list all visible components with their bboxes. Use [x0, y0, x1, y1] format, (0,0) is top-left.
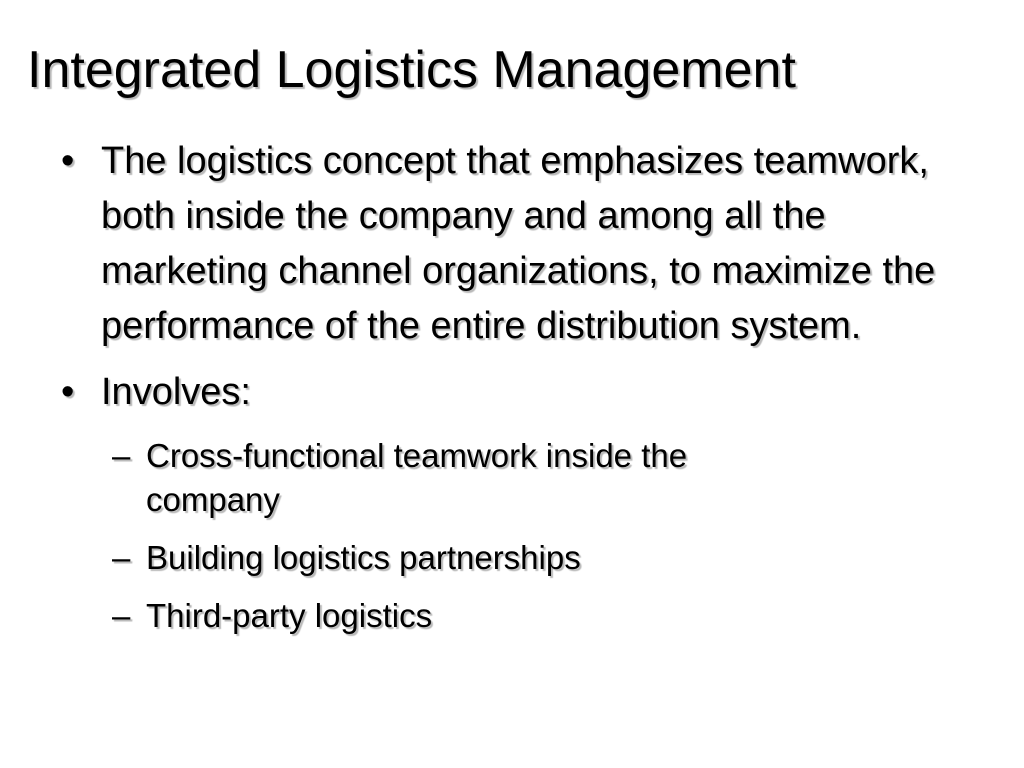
- sub-bullet-text: Building logistics partnerships: [146, 539, 581, 576]
- dash-marker: –: [112, 597, 131, 634]
- bullet-text: Involves:: [101, 371, 251, 413]
- sub-bullet-text: Cross-functional teamwork inside the com…: [146, 437, 688, 518]
- dash-marker: –: [112, 539, 131, 576]
- sub-bullet-item: – Building logistics partnerships: [0, 536, 826, 580]
- sub-bullet-item: – Third-party logistics: [0, 594, 826, 638]
- slide-title: Integrated Logistics Management: [27, 41, 796, 99]
- sub-bullet-text: Third-party logistics: [146, 597, 433, 634]
- bullet-item-definition: • The logistics concept that emphasizes …: [0, 134, 1000, 354]
- bullet-list: • The logistics concept that emphasizes …: [0, 134, 1000, 652]
- bullet-item-involves: • Involves:: [0, 365, 1000, 420]
- sub-bullet-list: – Cross-functional teamwork inside the c…: [0, 434, 1000, 638]
- dash-marker: –: [112, 437, 131, 474]
- bullet-marker: •: [61, 140, 75, 182]
- sub-bullet-item: – Cross-functional teamwork inside the c…: [0, 434, 826, 522]
- sub-bullet-group: – Cross-functional teamwork inside the c…: [0, 434, 1000, 638]
- bullet-marker: •: [61, 371, 75, 413]
- bullet-text: The logistics concept that emphasizes te…: [101, 140, 936, 347]
